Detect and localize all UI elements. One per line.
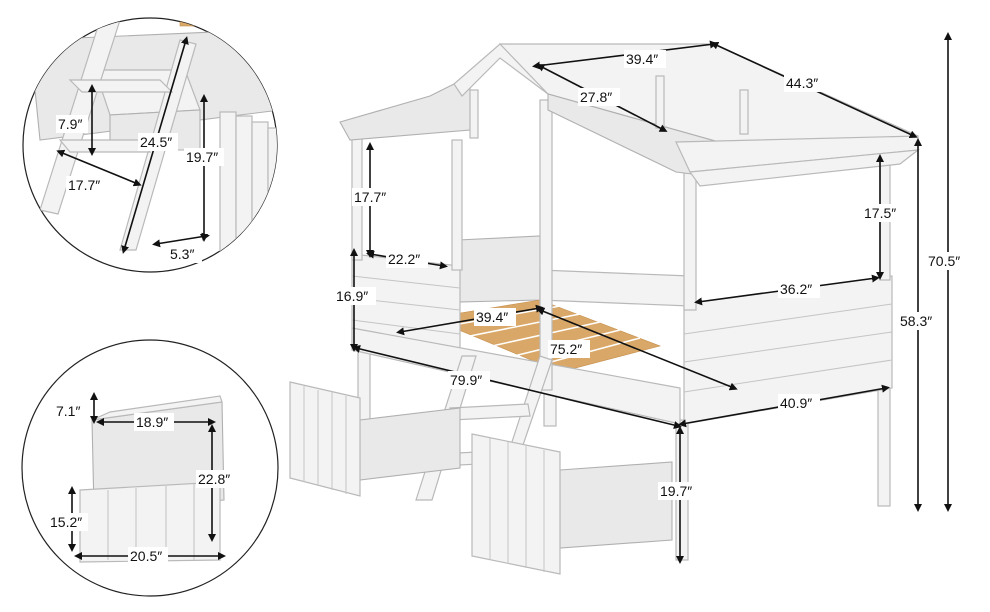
floor-to-top-label: 58.3″ bbox=[900, 313, 932, 329]
side-window-width-label: 36.2″ bbox=[780, 281, 812, 297]
house-bed-graphic bbox=[289, 43, 921, 575]
ladder-length-label: 24.5″ bbox=[140, 134, 172, 150]
drawer-graphic bbox=[79, 395, 225, 563]
ladder-depth-label: 17.7″ bbox=[68, 177, 100, 193]
rail-height-label: 16.9″ bbox=[336, 288, 368, 304]
drawer-detail-callout: 7.1″ 18.9″ 22.8″ 15.2″ 20.5″ bbox=[21, 339, 279, 597]
storage-drawer-right bbox=[471, 433, 673, 575]
step-height-label: 7.9″ bbox=[58, 116, 82, 132]
drawer-depth-label: 22.8″ bbox=[198, 471, 230, 487]
fence-panel bbox=[219, 111, 277, 272]
step-width-label: 5.3″ bbox=[170, 246, 194, 262]
side-window-height-label: 17.5″ bbox=[864, 205, 896, 221]
roof-width-label: 39.4″ bbox=[626, 51, 658, 67]
roof-length-label: 44.3″ bbox=[786, 75, 818, 91]
overall-width-label: 40.9″ bbox=[780, 395, 812, 411]
bed-dimensions: 39.4″ 44.3″ 27.8″ 17.7″ 22.2″ 16.9″ 39.4… bbox=[334, 32, 970, 564]
clearance-label: 19.7″ bbox=[660, 483, 692, 499]
ladder-detail-callout: 7.9″ 24.5″ 19.7″ 17.7″ 5.3″ bbox=[22, 17, 278, 273]
mattress-length-label: 75.2″ bbox=[550, 341, 582, 357]
mattress-width-label: 39.4″ bbox=[476, 309, 508, 325]
window-width-label: 22.2″ bbox=[388, 251, 420, 267]
ladder-height-label: 19.7″ bbox=[186, 149, 218, 165]
window-height-label: 17.7″ bbox=[354, 189, 386, 205]
drawer-top-gap-label: 7.1″ bbox=[56, 403, 80, 419]
roof-depth-label: 27.8″ bbox=[580, 89, 612, 105]
overall-length-label: 79.9″ bbox=[450, 372, 482, 388]
total-height-label: 70.5″ bbox=[928, 253, 960, 269]
drawer-front-width-label: 20.5″ bbox=[130, 548, 162, 564]
drawer-width-label: 18.9″ bbox=[136, 414, 168, 430]
drawer-front-height-label: 15.2″ bbox=[50, 514, 82, 530]
